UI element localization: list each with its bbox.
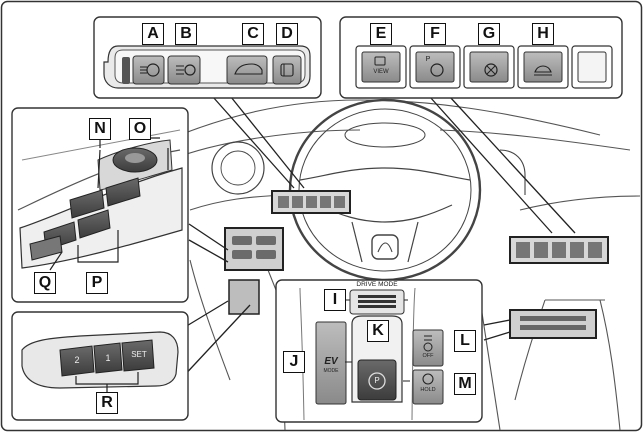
inset-window-switches — [11, 107, 189, 303]
drive-mode-label: DRIVE MODE — [356, 281, 398, 288]
callout-p: P — [86, 272, 108, 294]
inset-center-console — [275, 279, 483, 423]
off-button-text: OFF — [422, 353, 434, 359]
callout-j: J — [283, 351, 305, 373]
view-button-text: VIEW — [373, 69, 389, 75]
callout-e: E — [370, 23, 392, 45]
left-dash-switch-cluster — [271, 190, 351, 214]
callout-n: N — [89, 118, 111, 140]
callout-d: D — [276, 23, 298, 45]
door-switch-cluster-small — [224, 227, 284, 271]
door-handle-small — [228, 279, 260, 315]
callout-l: L — [454, 330, 476, 352]
callout-q: Q — [34, 272, 56, 294]
seat-memory-button-2: 2 — [74, 355, 80, 365]
callout-b: B — [175, 23, 197, 45]
inset-seat-memory — [11, 311, 189, 421]
inset-panel-top-right — [339, 16, 623, 99]
parking-assist-letter: P — [425, 56, 431, 63]
seat-memory-set-button: SET — [131, 350, 147, 359]
callout-i: I — [324, 289, 346, 311]
console-cluster-small — [509, 309, 597, 339]
parking-brake-symbol: P — [374, 376, 380, 385]
dashboard-lineart — [169, 99, 641, 431]
steering-wheel — [211, 98, 526, 282]
callout-a: A — [142, 23, 164, 45]
right-dash-switch-cluster — [509, 236, 609, 264]
callout-o: O — [129, 118, 151, 140]
callout-m: M — [454, 373, 476, 395]
callout-k: K — [367, 320, 389, 342]
callout-g: G — [478, 23, 500, 45]
callout-f: F — [424, 23, 446, 45]
ev-mode-subtext: MODE — [323, 368, 339, 374]
hold-button-text: HOLD — [420, 387, 436, 393]
callout-h: H — [532, 23, 554, 45]
ev-button-text: EV — [324, 356, 338, 367]
inset-panel-top-left — [93, 16, 322, 99]
seat-memory-button-1: 1 — [105, 353, 111, 363]
callout-r: R — [96, 392, 118, 414]
callout-c: C — [242, 23, 264, 45]
